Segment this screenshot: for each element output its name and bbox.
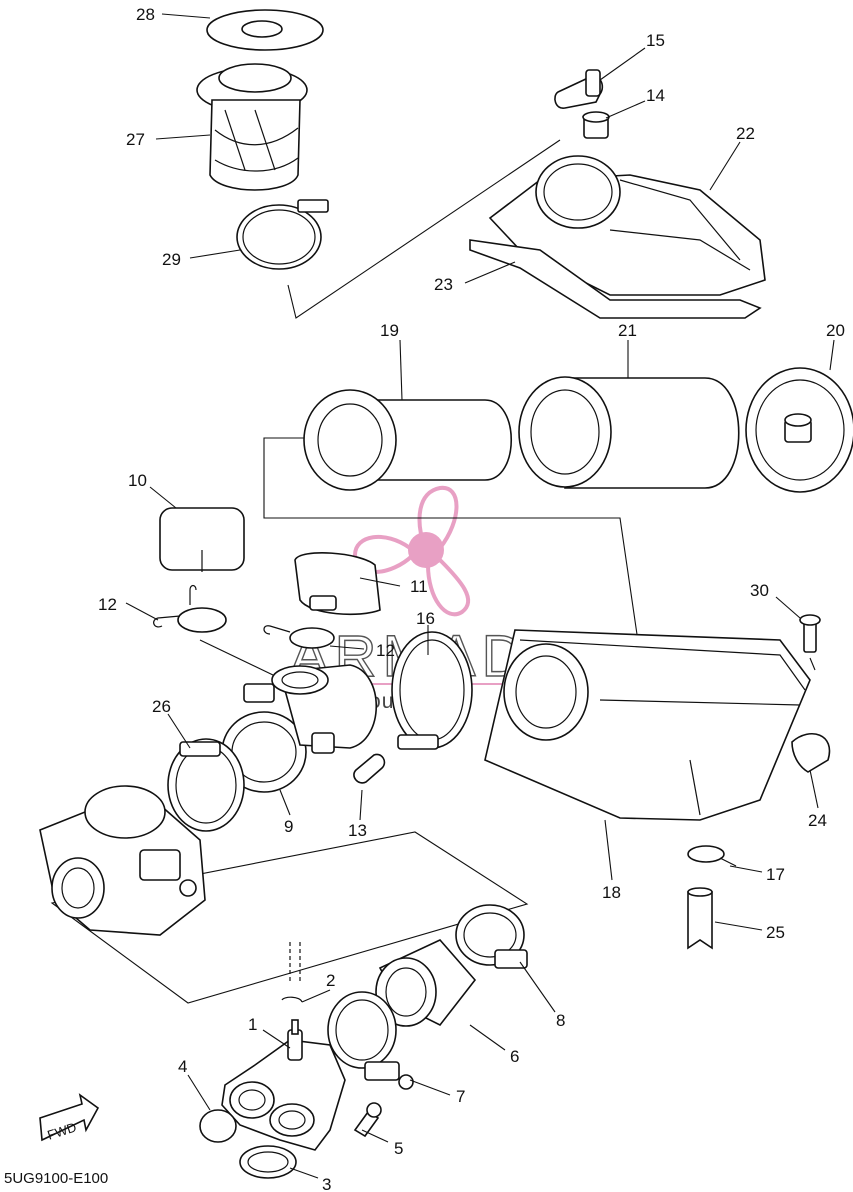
callout-22: 22 xyxy=(736,124,755,143)
part-25-drain[interactable] xyxy=(687,887,713,950)
callout-4: 4 xyxy=(178,1057,187,1076)
callout-19: 19 xyxy=(380,321,399,340)
callout-8: 8 xyxy=(556,1011,565,1030)
part-12-clip-right[interactable] xyxy=(263,625,335,649)
callout-25: 25 xyxy=(766,923,785,942)
callout-29: 29 xyxy=(162,250,181,269)
part-4-o-ring[interactable] xyxy=(199,1109,237,1143)
callout-10: 10 xyxy=(128,471,147,490)
callout-12a: 12 xyxy=(98,595,117,614)
part-23-gasket[interactable] xyxy=(469,239,762,319)
part-14-grommet[interactable] xyxy=(582,111,610,139)
part-28-gasket[interactable] xyxy=(206,9,324,51)
callout-17: 17 xyxy=(766,865,785,884)
part-9-joint[interactable] xyxy=(221,664,378,793)
part-27-intake-duct[interactable] xyxy=(196,63,308,191)
part-1-manifold[interactable] xyxy=(221,1019,346,1151)
part-13-fitting[interactable] xyxy=(311,732,386,784)
leader-lines xyxy=(125,13,835,1179)
part-29-hose-clamp[interactable] xyxy=(236,199,329,270)
callout-12b: 12 xyxy=(376,641,395,660)
part-18-case[interactable] xyxy=(484,629,811,821)
callout-30: 30 xyxy=(750,581,769,600)
callout-23: 23 xyxy=(434,275,453,294)
callout-5: 5 xyxy=(394,1139,403,1158)
callout-27: 27 xyxy=(126,130,145,149)
callout-11: 11 xyxy=(410,577,428,596)
callout-2: 2 xyxy=(326,971,335,990)
callout-7: 7 xyxy=(456,1087,465,1106)
callout-20: 20 xyxy=(826,321,845,340)
part-7-clamp[interactable] xyxy=(327,991,414,1090)
callout-9: 9 xyxy=(284,817,293,836)
callout-28: 28 xyxy=(136,5,155,24)
part-30-bolt[interactable] xyxy=(799,614,821,653)
part-19-filter-element[interactable] xyxy=(303,389,512,491)
fwd-arrow-icon: FWD xyxy=(39,1093,100,1143)
callout-3: 3 xyxy=(322,1175,331,1192)
callout-13: 13 xyxy=(348,821,367,840)
part-26-clamp[interactable] xyxy=(167,738,245,832)
callout-6: 6 xyxy=(510,1047,519,1066)
part-20-cap[interactable] xyxy=(745,367,853,493)
part-15-elbow-fitting[interactable] xyxy=(554,69,604,109)
callout-24: 24 xyxy=(808,811,827,830)
callout-26: 26 xyxy=(152,697,171,716)
part-2-clip[interactable] xyxy=(281,942,303,1003)
callouts: 28 27 29 15 14 22 23 19 21 20 10 11 12 1… xyxy=(98,5,845,1192)
part-24-holder[interactable] xyxy=(791,732,831,773)
carburetor[interactable] xyxy=(39,785,206,936)
part-10-cap[interactable] xyxy=(159,507,245,572)
part-12-clip-left[interactable] xyxy=(153,584,227,633)
part-17-clip[interactable] xyxy=(687,845,737,867)
callout-15: 15 xyxy=(646,31,665,50)
part-21-filter-element[interactable] xyxy=(518,376,740,489)
part-8-clamp[interactable] xyxy=(455,904,528,969)
part-3-gasket[interactable] xyxy=(239,1145,297,1179)
diagram-code: 5UG9100-E100 xyxy=(4,1170,108,1187)
callout-14: 14 xyxy=(646,86,665,105)
part-16-clamp[interactable] xyxy=(391,631,473,750)
part-5-bolt[interactable] xyxy=(353,1102,382,1138)
callout-21: 21 xyxy=(618,321,637,340)
part-11-cap[interactable] xyxy=(294,552,381,616)
callout-16: 16 xyxy=(416,609,435,628)
propeller-logo-icon xyxy=(352,485,470,617)
callout-18: 18 xyxy=(602,883,621,902)
callout-1: 1 xyxy=(248,1015,257,1034)
